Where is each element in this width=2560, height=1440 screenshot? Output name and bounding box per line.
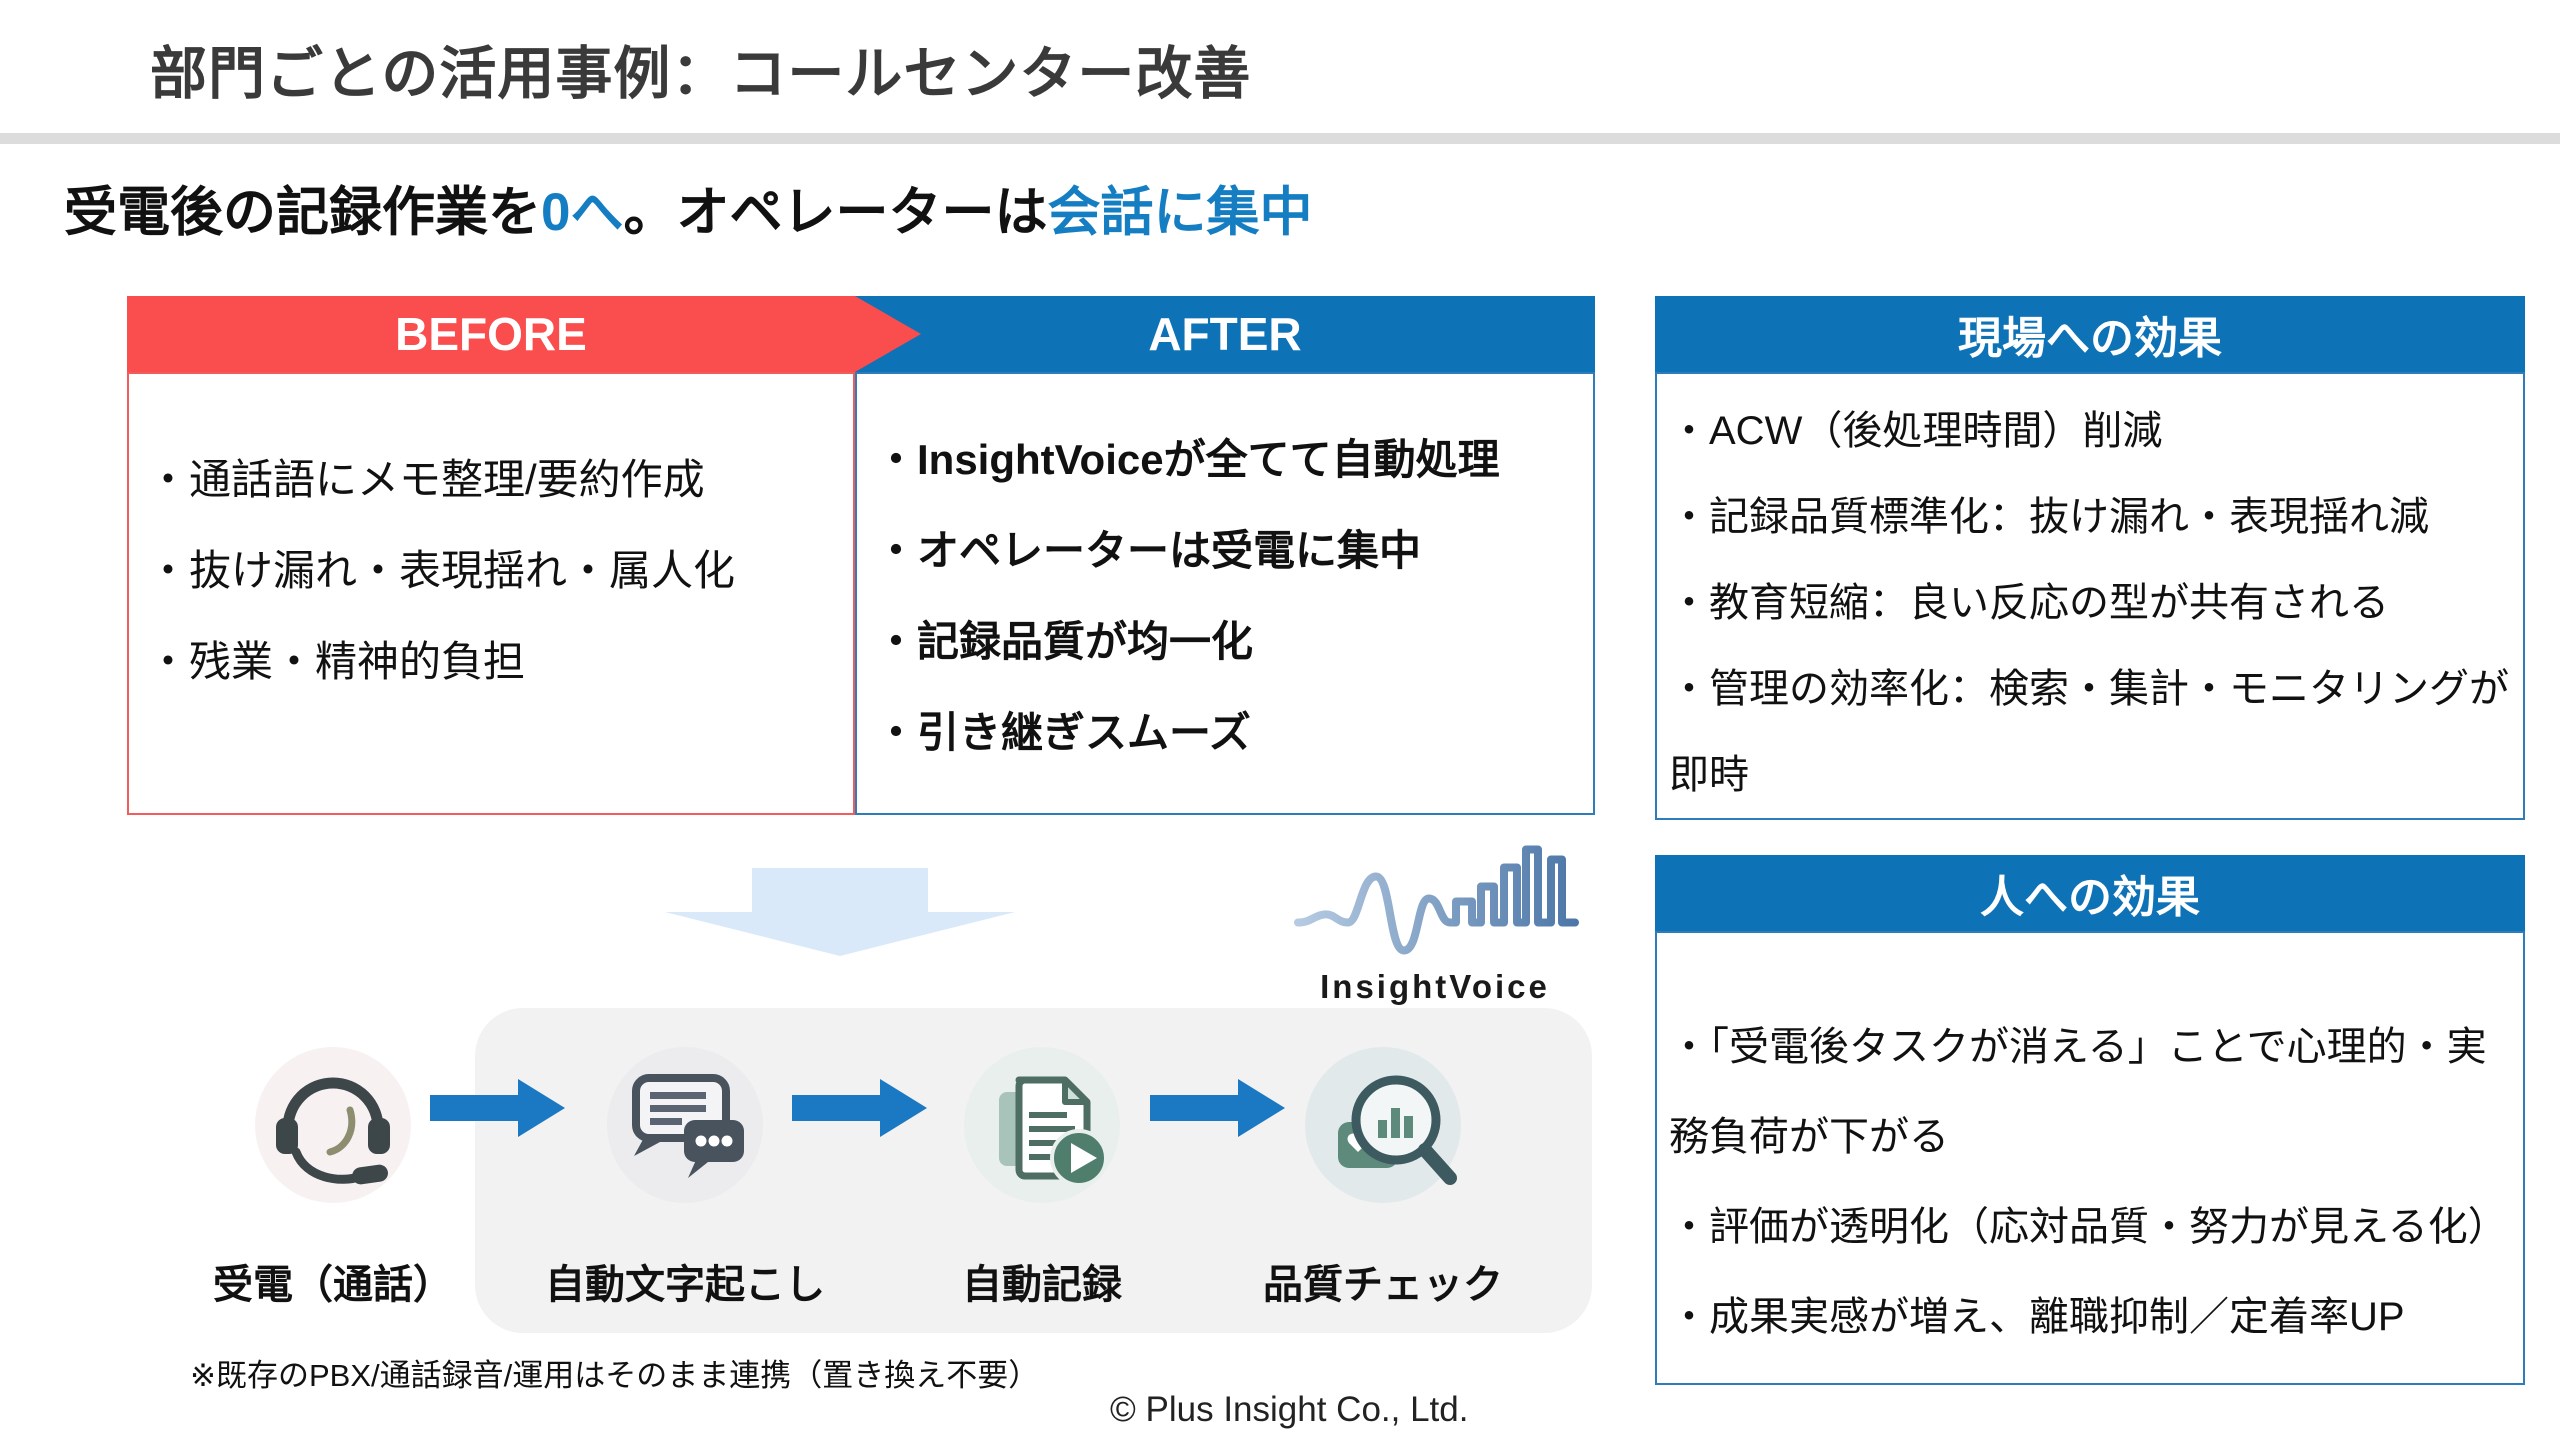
list-item: ・ACW（後処理時間）削減: [1669, 409, 2163, 453]
list-item: ・InsightVoiceが全てて自動処理: [875, 436, 1500, 483]
after-list: ・InsightVoiceが全てて自動処理 ・オペレーターは受電に集中 ・記録品…: [875, 414, 1575, 778]
people-effects-header: 人への効果: [1655, 855, 2525, 931]
copyright: © Plus Insight Co., Ltd.: [1110, 1390, 1469, 1429]
list-item: ・残業・精神的負担: [147, 638, 526, 685]
field-effects-list: ・ACW（後処理時間）削減 ・記録品質標準化：抜け漏れ・表現揺れ減 ・教育短縮：…: [1669, 388, 2511, 818]
subtitle: 受電後の記録作業を0へ。オペレーターは会話に集中: [64, 170, 1312, 246]
subtitle-text: 。オペレーターは: [623, 183, 1048, 242]
before-header: BEFORE: [127, 296, 855, 372]
flow-arrow-icon: [430, 1079, 565, 1137]
list-item: ・「受電後タスクが消える」ことで心理的・実務負荷が下がる: [1669, 1025, 2487, 1159]
page-title: 部門ごとの活用事例：コールセンター改善: [150, 42, 1252, 106]
speech-bubbles-icon: [607, 1047, 763, 1203]
field-effects-header: 現場への効果: [1655, 296, 2525, 372]
subtitle-text: 受電後の記録作業を: [64, 183, 541, 242]
down-arrow-icon: [665, 868, 1015, 956]
before-arrow-icon: [855, 296, 921, 372]
waveform-logo-icon: [1294, 845, 1579, 955]
flow-arrow-icon: [792, 1079, 927, 1137]
list-item: ・記録品質標準化：抜け漏れ・表現揺れ減: [1669, 495, 2429, 539]
list-item: ・通話語にメモ整理/要約作成: [147, 456, 705, 503]
list-item: ・教育短縮：良い反応の型が共有される: [1669, 581, 2389, 625]
step-label: 受電（通話）: [213, 1263, 453, 1307]
after-box: ・InsightVoiceが全てて自動処理 ・オペレーターは受電に集中 ・記録品…: [855, 372, 1595, 815]
flow-arrow-icon: [1150, 1079, 1285, 1137]
people-effects-box: ・「受電後タスクが消える」ことで心理的・実務負荷が下がる ・評価が透明化（応対品…: [1655, 931, 2525, 1385]
list-item: ・管理の効率化：検索・集計・モニタリングが即時: [1669, 667, 2509, 797]
magnifier-chart-icon: [1305, 1047, 1461, 1203]
list-item: ・評価が透明化（応対品質・努力が見える化）: [1669, 1205, 2508, 1249]
people-effects-list: ・「受電後タスクが消える」ことで心理的・実務負荷が下がる ・評価が透明化（応対品…: [1669, 1002, 2511, 1362]
list-item: ・抜け漏れ・表現揺れ・属人化: [147, 547, 736, 594]
step-label: 自動文字起こし: [545, 1263, 825, 1307]
footnote: ※既存のPBX/通話録音/運用はそのまま連携（置き換え不要）: [190, 1358, 1040, 1393]
step-label: 品質チェック: [1263, 1263, 1503, 1307]
field-effects-box: ・ACW（後処理時間）削減 ・記録品質標準化：抜け漏れ・表現揺れ減 ・教育短縮：…: [1655, 372, 2525, 820]
document-play-icon: [964, 1047, 1120, 1203]
list-item: ・成果実感が増え、離職抑制／定着率UP: [1669, 1295, 2405, 1339]
after-header: AFTER: [855, 296, 1595, 372]
brand-name: InsightVoice: [1320, 968, 1550, 1005]
list-item: ・記録品質が均一化: [875, 618, 1254, 665]
list-item: ・オペレーターは受電に集中: [875, 527, 1422, 574]
before-list: ・通話語にメモ整理/要約作成 ・抜け漏れ・表現揺れ・属人化 ・残業・精神的負担: [147, 434, 835, 707]
subtitle-highlight-focus: 会話に集中: [1047, 183, 1313, 242]
list-item: ・引き継ぎスムーズ: [875, 709, 1251, 756]
subtitle-highlight-zero: 0へ: [541, 183, 624, 242]
headset-icon: [238, 1030, 428, 1220]
title-divider: [0, 133, 2560, 144]
step-label: 自動記録: [962, 1263, 1122, 1307]
before-box: ・通話語にメモ整理/要約作成 ・抜け漏れ・表現揺れ・属人化 ・残業・精神的負担: [127, 372, 855, 815]
